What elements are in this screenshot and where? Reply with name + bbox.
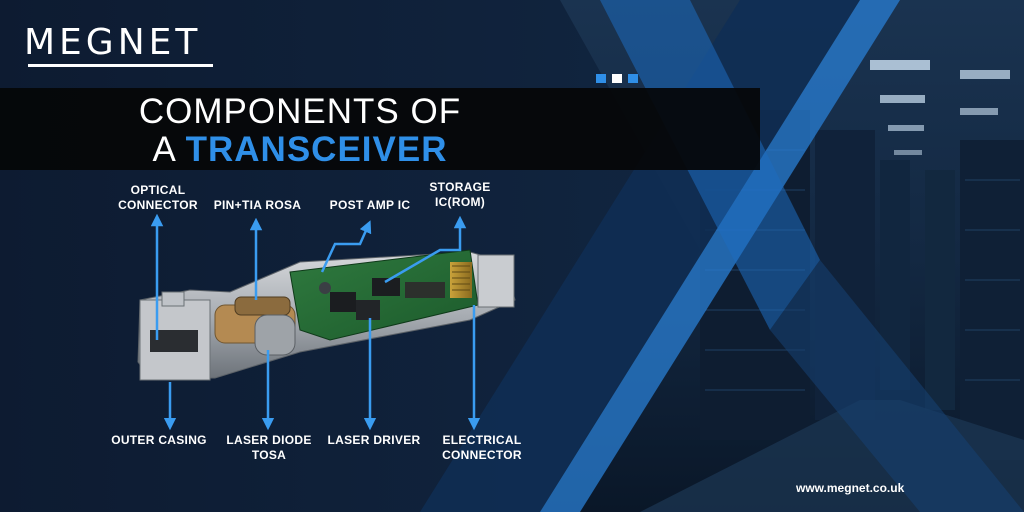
logo-underline bbox=[28, 64, 213, 67]
label-post-amp-ic: POST AMP IC bbox=[329, 198, 411, 212]
headline-accent: TRANSCEIVER bbox=[185, 130, 448, 169]
brand-logo: MEGNET bbox=[24, 22, 202, 63]
label-optical-connector: OPTICAL CONNECTOR bbox=[118, 183, 198, 212]
label-electrical-connector: ELECTRICAL CONNECTOR bbox=[442, 433, 522, 462]
callout-arrows bbox=[150, 213, 481, 431]
label-pin-tia-rosa: PIN+TIA ROSA bbox=[213, 198, 302, 212]
headline-line-2: A TRANSCEIVER bbox=[0, 130, 600, 170]
headline-prefix: A bbox=[152, 130, 186, 169]
label-laser-diode-tosa: LASER DIODE TOSA bbox=[226, 433, 312, 462]
decorative-dots bbox=[596, 70, 644, 88]
label-storage-ic: STORAGE IC(ROM) bbox=[429, 180, 491, 209]
dot-2 bbox=[612, 74, 622, 83]
arrow-post-amp-ic bbox=[320, 220, 372, 273]
dot-3 bbox=[628, 74, 638, 83]
transceiver-illustration bbox=[137, 249, 516, 381]
label-laser-driver: LASER DRIVER bbox=[327, 433, 421, 447]
label-outer-casing: OUTER CASING bbox=[111, 433, 207, 447]
arrow-storage-ic bbox=[384, 215, 467, 284]
website-url: www.megnet.co.uk bbox=[796, 481, 905, 495]
dot-1 bbox=[596, 74, 606, 83]
headline-line-1: COMPONENTS OF bbox=[138, 92, 462, 131]
headline-band bbox=[0, 88, 760, 170]
